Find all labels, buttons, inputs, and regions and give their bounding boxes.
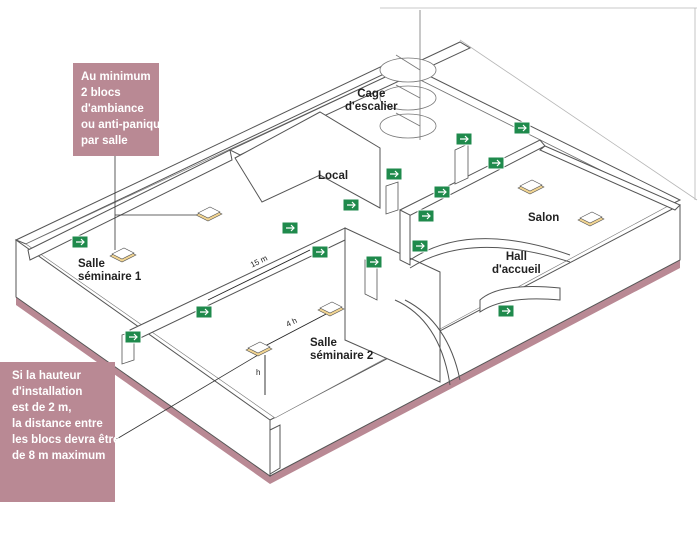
callout-leaders bbox=[114, 156, 259, 441]
room-label-line: Hall bbox=[505, 251, 527, 263]
emergency-light-block bbox=[317, 301, 345, 317]
dimension-height: h bbox=[256, 368, 261, 377]
room-label-line: Salle bbox=[78, 258, 105, 270]
exit-signs bbox=[71, 121, 531, 344]
exit-sign-icon bbox=[487, 156, 505, 170]
exit-sign-icon bbox=[417, 209, 435, 223]
exit-sign-icon bbox=[411, 239, 429, 253]
callout-line: d'installation bbox=[12, 386, 83, 398]
exit-sign-icon bbox=[124, 330, 142, 344]
exit-sign-icon bbox=[497, 304, 515, 318]
callout-minimum-blocks: Au minimum 2 blocs d'ambiance ou anti-pa… bbox=[73, 63, 167, 156]
callout-line: est de 2 m, bbox=[12, 402, 72, 414]
emergency-light-block bbox=[195, 206, 223, 222]
callout-line: d'ambiance bbox=[81, 103, 144, 115]
callout-line: les blocs devra être bbox=[12, 434, 120, 446]
room-label-line: d'escalier bbox=[345, 101, 398, 113]
room-label-hall: Hall d'accueil bbox=[492, 251, 541, 277]
room-label-line: Salle bbox=[310, 337, 337, 349]
callout-line: la distance entre bbox=[12, 418, 103, 430]
callout-line: par salle bbox=[81, 135, 128, 147]
emergency-light-block bbox=[517, 179, 545, 195]
staircase bbox=[379, 10, 437, 140]
exit-sign-icon bbox=[281, 221, 299, 235]
room-label-salle2: Salle séminaire 2 bbox=[310, 337, 373, 363]
exit-sign-icon bbox=[195, 305, 213, 319]
callout-line: de 8 m maximum bbox=[12, 450, 106, 462]
callout-line: Au minimum bbox=[81, 71, 151, 83]
emergency-light-block bbox=[245, 341, 273, 357]
background-lines bbox=[380, 7, 698, 201]
room-label-line: séminaire 2 bbox=[310, 350, 374, 362]
exit-sign-icon bbox=[365, 255, 383, 269]
room-label-line: d'accueil bbox=[492, 264, 541, 276]
outer-walls bbox=[14, 59, 682, 477]
exit-sign-icon bbox=[513, 121, 531, 135]
exit-sign-icon bbox=[71, 235, 89, 249]
light-blocks bbox=[109, 179, 605, 357]
room-label-cage: Cage d'escalier bbox=[345, 88, 398, 114]
room-label-local: Local bbox=[318, 170, 349, 182]
callout-line: 2 blocs bbox=[81, 87, 121, 99]
room-label-salon: Salon bbox=[528, 212, 560, 224]
callout-height-distance: Si la hauteur d'installation est de 2 m,… bbox=[0, 362, 120, 502]
exit-sign-icon bbox=[385, 167, 403, 181]
exit-sign-icon bbox=[433, 185, 451, 199]
floor-base-band bbox=[16, 260, 680, 484]
callout-line: ou anti-panique bbox=[81, 119, 167, 131]
room-label-line: séminaire 1 bbox=[78, 271, 142, 283]
emergency-light-block bbox=[109, 247, 137, 263]
interior-walls bbox=[27, 41, 681, 383]
emergency-light-block bbox=[577, 211, 605, 227]
dimension-lines bbox=[207, 249, 331, 395]
exit-sign-icon bbox=[342, 198, 360, 212]
exit-sign-icon bbox=[311, 245, 329, 259]
room-label-line: Cage bbox=[357, 88, 386, 100]
callout-line: Si la hauteur bbox=[12, 370, 82, 382]
exit-sign-icon bbox=[455, 132, 473, 146]
hall-curves bbox=[394, 238, 571, 386]
room-label-salle1: Salle séminaire 1 bbox=[78, 258, 141, 284]
